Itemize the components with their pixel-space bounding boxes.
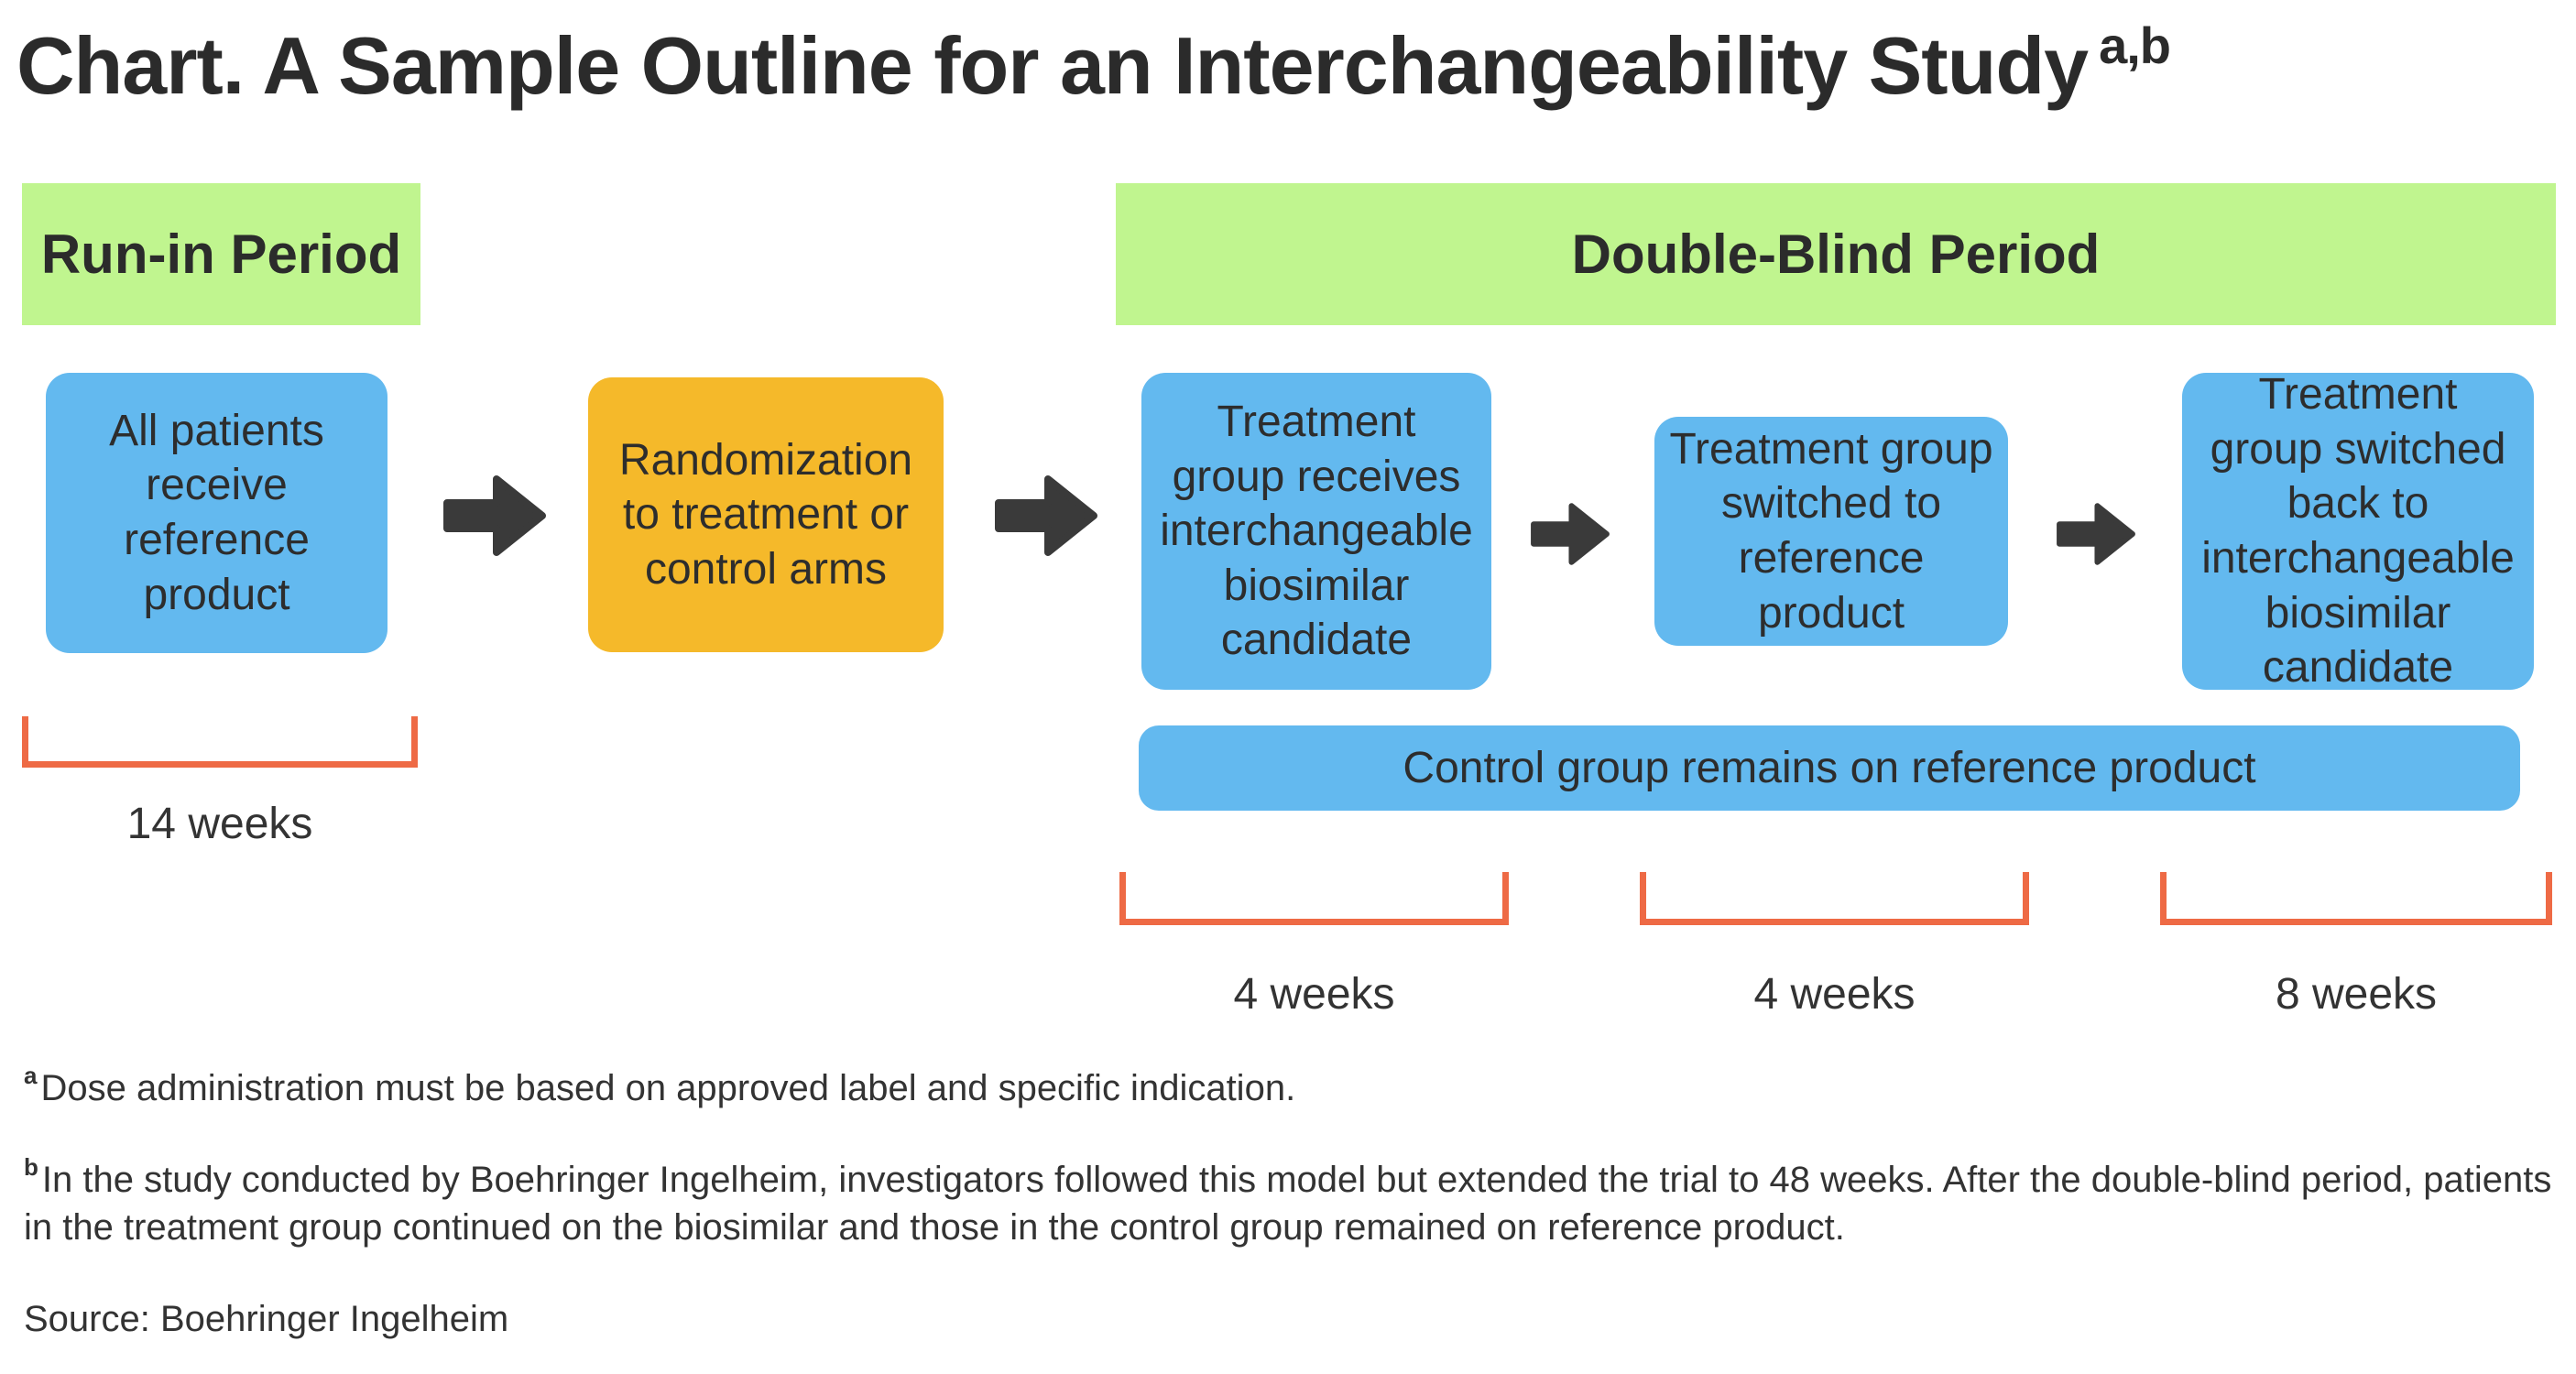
- title-footnote-markers: a,b: [2099, 16, 2171, 74]
- run-in-period-label: Run-in Period: [40, 224, 402, 285]
- control-group-box: Control group remains on reference produ…: [1139, 725, 2520, 811]
- footnote-a-marker: a: [24, 1062, 38, 1089]
- right-arrow-icon: [1531, 503, 1610, 565]
- run-in-duration-bracket: [22, 716, 418, 768]
- randomization-box: Randomization to treatment or control ar…: [588, 377, 944, 652]
- phase3-duration-label: 8 weeks: [2275, 970, 2438, 1019]
- all-patients-box: All patients receive reference product: [46, 373, 387, 653]
- right-arrow-icon: [995, 475, 1097, 556]
- phase1-duration-label: 4 weeks: [1233, 970, 1395, 1019]
- source-note: Source: Boehringer Ingelheim: [24, 1299, 509, 1339]
- page-title-text: Chart. A Sample Outline for an Interchan…: [16, 20, 2089, 111]
- run-in-period-header: Run-in Period: [22, 183, 420, 325]
- phase2-duration-bracket: [1640, 872, 2029, 925]
- treatment-switched-box: Treatment group switched to reference pr…: [1654, 417, 2008, 646]
- treatment-switched-text: Treatment group switched to reference pr…: [1669, 424, 1993, 638]
- treatment-switched-back-box: Treatment group switched back to interch…: [2182, 370, 2534, 692]
- phase3-duration-bracket: [2160, 872, 2552, 925]
- control-group-text: Control group remains on reference produ…: [1403, 743, 2256, 792]
- footnote-a-text: Dose administration must be based on app…: [40, 1068, 1296, 1108]
- double-blind-period-header: Double-Blind Period: [1116, 183, 2556, 325]
- phase2-duration-label: 4 weeks: [1753, 970, 1916, 1019]
- treatment-biosimilar-text: Treatment group receives interchangeable…: [1160, 398, 1473, 665]
- right-arrow-icon: [443, 475, 546, 556]
- right-arrow-icon: [2057, 503, 2135, 565]
- page-title: Chart. A Sample Outline for an Interchan…: [16, 20, 2171, 106]
- treatment-biosimilar-box: Treatment group receives interchangeable…: [1141, 373, 1491, 690]
- footnote-b-text: In the study conducted by Boehringer Ing…: [24, 1160, 2552, 1248]
- double-blind-period-label: Double-Blind Period: [1571, 224, 2101, 285]
- run-in-duration-label: 14 weeks: [126, 800, 313, 848]
- phase1-duration-bracket: [1119, 872, 1509, 925]
- randomization-text: Randomization to treatment or control ar…: [618, 435, 913, 594]
- treatment-switched-back-text: Treatment group switched back to interch…: [2201, 370, 2515, 692]
- footnote-b-marker: b: [24, 1153, 38, 1181]
- all-patients-text: All patients receive reference product: [109, 406, 324, 619]
